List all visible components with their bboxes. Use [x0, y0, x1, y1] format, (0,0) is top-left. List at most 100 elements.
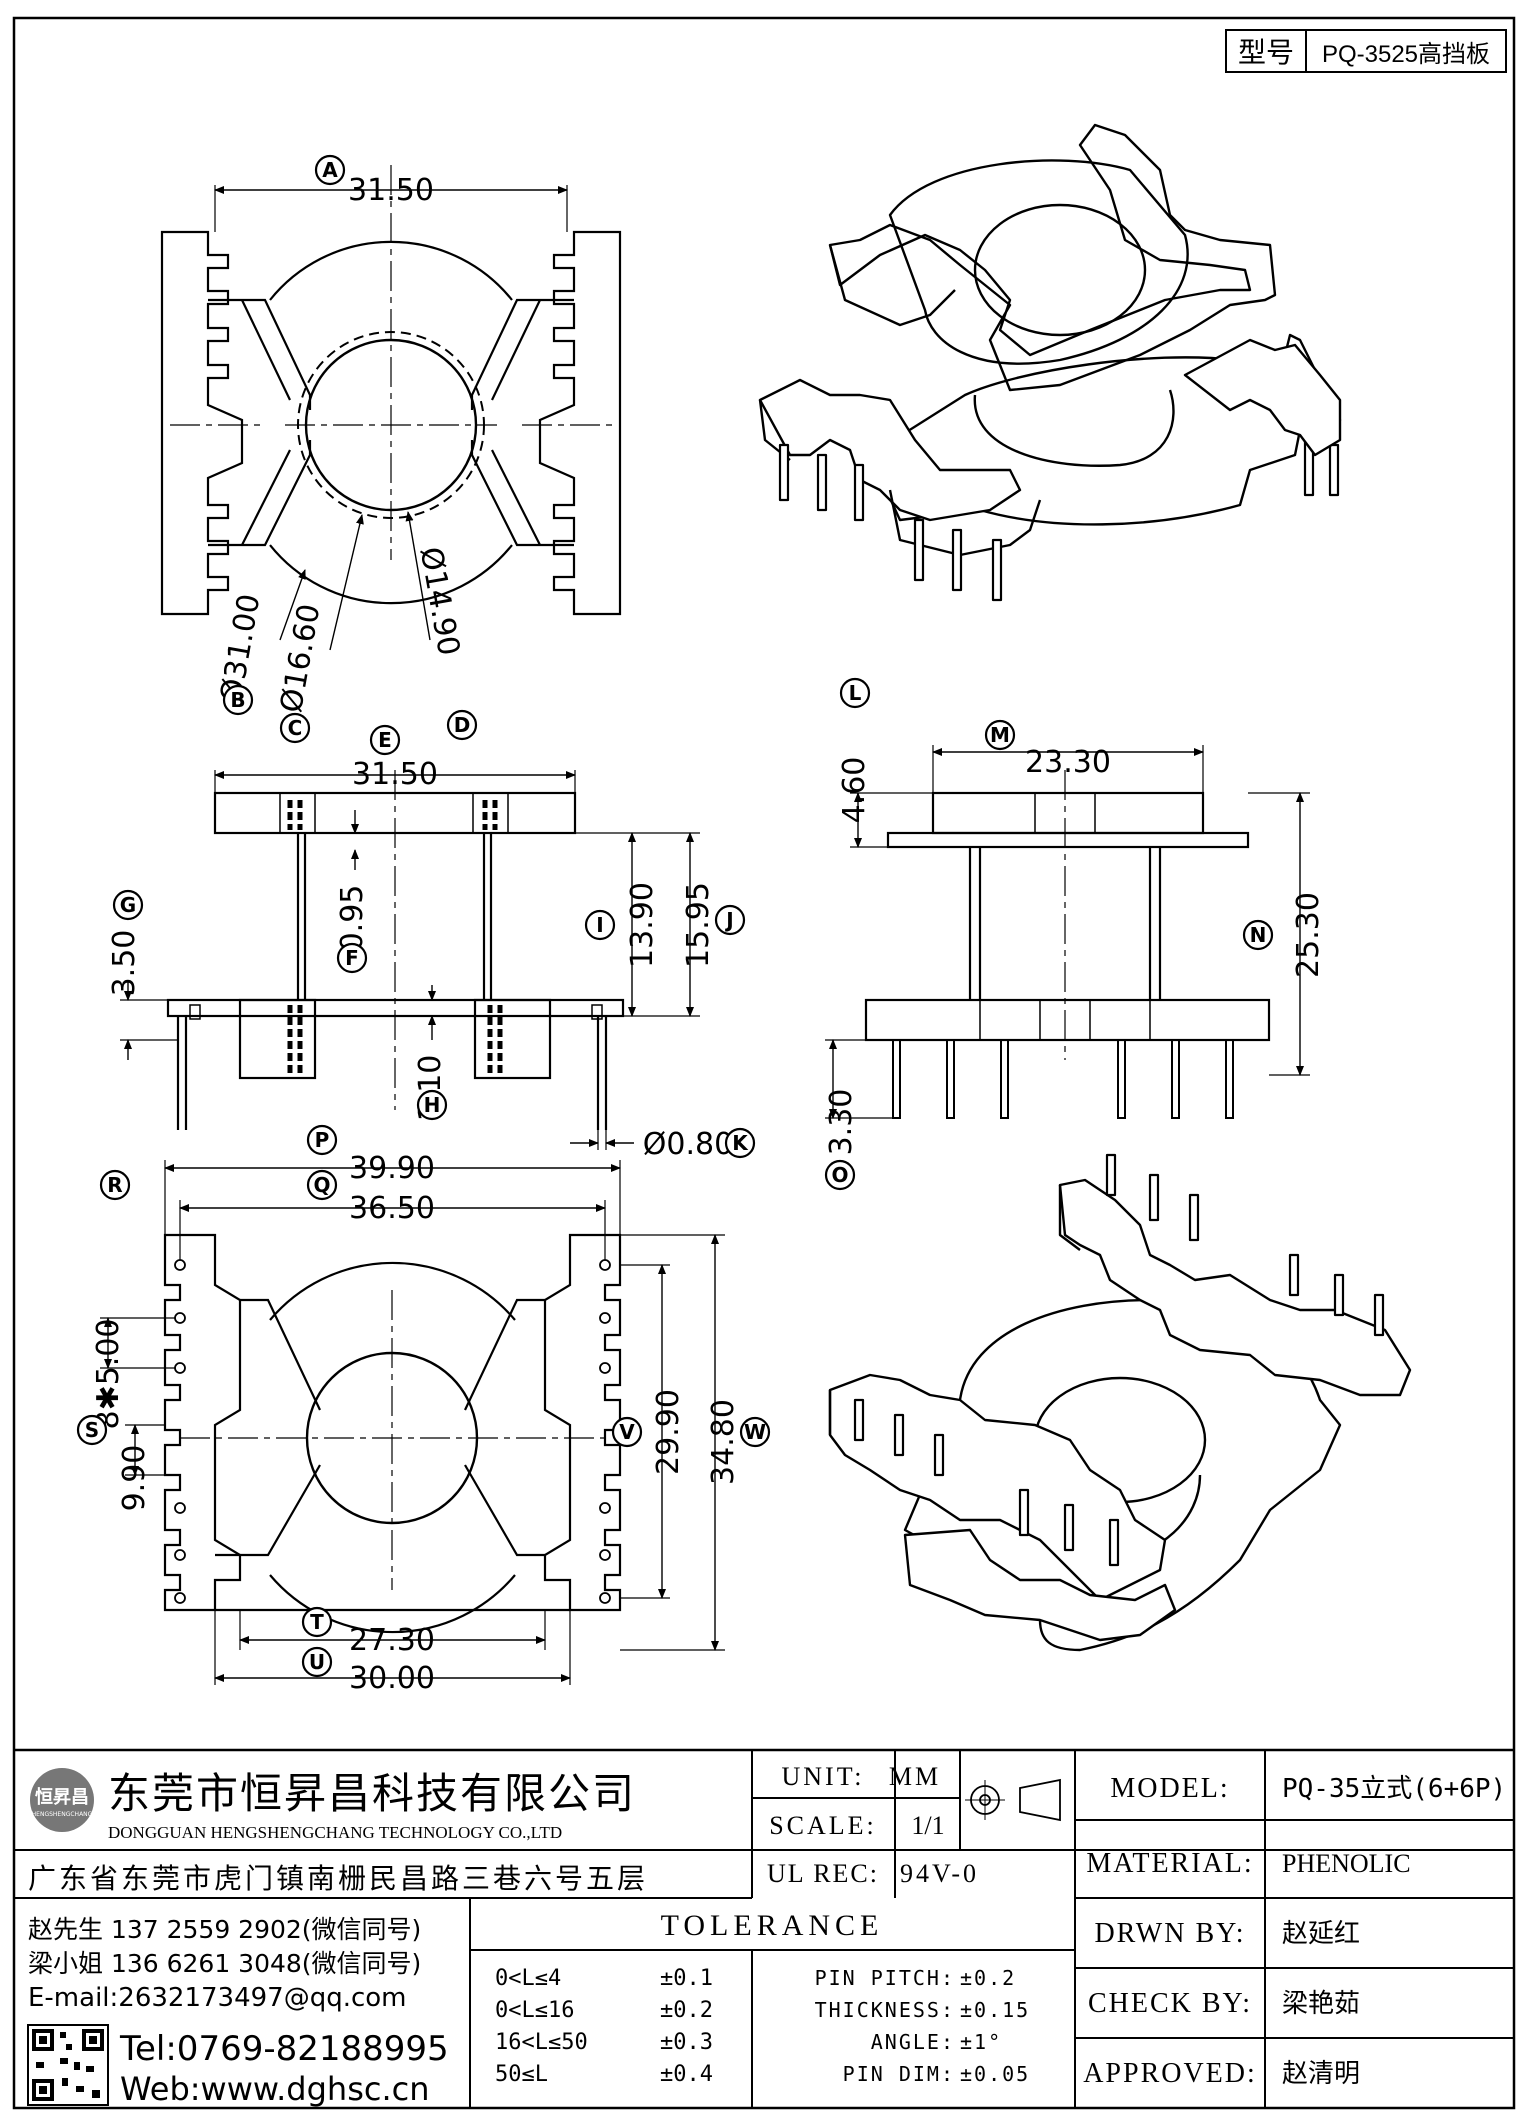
tolerance-range: 16<L≤50 — [495, 2030, 588, 2055]
dimension-value-v: 29.90 — [651, 1389, 686, 1475]
dimension-value-a: 31.50 — [348, 173, 434, 208]
contact-2: 梁小姐 136 6261 3048(微信同号) — [28, 1949, 421, 1978]
dimension-letter-bubble — [739, 1416, 771, 1448]
dimension-letter-bubble — [446, 709, 478, 741]
model-box-label: 型号 — [1238, 37, 1294, 68]
tolerance-range: 50≤L — [495, 2062, 548, 2087]
ulrec-value: 94V-0 — [900, 1859, 979, 1888]
dimension-letter: B — [230, 688, 245, 712]
dimension-value-o: 3.30 — [824, 1089, 859, 1156]
qr-code — [27, 2024, 109, 2106]
ulrec-label: UL REC: — [767, 1859, 879, 1888]
side-view — [825, 745, 1310, 1119]
dimension-letter-bubble — [1242, 919, 1274, 951]
info-label: DRWN BY: — [1094, 1918, 1245, 1949]
dimension-value-m: 23.30 — [1025, 745, 1111, 780]
dimension-letter: V — [619, 1420, 635, 1444]
dimension-value-p: 39.90 — [349, 1151, 435, 1186]
dimension-value-i: 13.90 — [625, 882, 660, 968]
dimension-letter-bubble — [279, 712, 311, 744]
info-value: PQ-35立式(6+6P) — [1282, 1774, 1506, 1804]
scale-label: SCALE: — [769, 1811, 877, 1840]
tolerance-spec-label: PIN DIM: — [843, 2062, 955, 2086]
dimension-letter-bubble — [839, 677, 871, 709]
dimension-letter: U — [309, 1650, 325, 1674]
dimension-letter-bubble — [724, 1127, 756, 1159]
top-view — [160, 165, 622, 651]
dimension-letter-bubble — [314, 154, 346, 186]
dimension-letter: K — [732, 1131, 749, 1155]
dimension-letter-bubble — [416, 1089, 448, 1121]
dimension-letter: O — [831, 1163, 848, 1187]
tolerance-range: 0<L≤4 — [495, 1966, 561, 1991]
tolerance-spec-value: ±1° — [960, 2030, 1002, 2054]
dimension-letter: J — [724, 908, 733, 932]
unit-value: MM — [889, 1762, 941, 1791]
dimension-letter-bubble — [611, 1416, 643, 1448]
dimension-letter: R — [107, 1173, 122, 1197]
dimension-value-t: 27.30 — [349, 1623, 435, 1658]
dimension-letter: N — [1250, 923, 1267, 947]
dimension-value-f: 0.95 — [335, 885, 370, 952]
tolerance-spec-label: THICKNESS: — [815, 1998, 955, 2022]
dimension-value-l: 4.60 — [837, 757, 872, 824]
tolerance-spec-value: ±0.05 — [960, 2062, 1030, 2086]
info-label: MODEL: — [1110, 1773, 1229, 1804]
projection-symbol — [965, 1778, 1061, 1822]
isometric-view-top — [758, 123, 1342, 602]
dimension-letter-bubble — [824, 1159, 856, 1191]
bottom-view — [100, 1160, 725, 1685]
tolerance-value: ±0.4 — [660, 2062, 713, 2087]
dimension-letter-bubble — [112, 889, 144, 921]
dimension-letter-bubble — [301, 1646, 333, 1678]
info-label: CHECK BY: — [1088, 1988, 1252, 2019]
dimension-letter-bubble — [584, 909, 616, 941]
dimension-value-r: 8✱5.00 — [91, 1318, 126, 1429]
dimension-value-n: 25.30 — [1291, 892, 1326, 978]
sheet-border — [12, 16, 1516, 2110]
info-value: 赵延红 — [1282, 1919, 1360, 1948]
tolerance-value: ±0.1 — [660, 1966, 713, 1991]
dimension-letter: C — [288, 716, 303, 740]
company-name-en: DONGGUAN HENGSHENGCHANG TECHNOLOGY CO.,L… — [108, 1823, 562, 1842]
dimension-letter-bubble — [306, 1169, 338, 1201]
dimension-value-k: Ø0.80 — [643, 1127, 733, 1162]
telephone: Tel:0769-82188995 — [119, 2029, 449, 2069]
dimension-value-s: 9.90 — [117, 1445, 152, 1512]
dimension-letter: F — [345, 946, 359, 970]
company-logo: 恒昇昌 HENGSHENGCHANG — [30, 1768, 94, 1832]
dimension-letter: E — [378, 728, 392, 752]
model-box-value: PQ-3525高挡板 — [1322, 41, 1490, 68]
dimension-letter-bubble — [99, 1169, 131, 1201]
model-box: 型号 PQ-3525高挡板 — [1225, 29, 1507, 73]
front-view — [120, 770, 700, 1150]
dimension-letter-bubble — [984, 719, 1016, 751]
tolerance-spec-label: PIN PITCH: — [815, 1966, 955, 1990]
dimension-letter: T — [310, 1610, 324, 1634]
company-name-cn: 东莞市恒昇昌科技有限公司 — [108, 1769, 636, 1818]
unit-label: UNIT: — [781, 1762, 864, 1791]
dimension-letter-bubble — [714, 904, 746, 936]
scale-value: 1/1 — [911, 1811, 944, 1840]
dimension-value-j: 15.95 — [681, 882, 716, 968]
tolerance-title: TOLERANCE — [661, 1909, 884, 1942]
dimension-letter: Q — [313, 1173, 330, 1197]
dimension-letter: A — [322, 158, 338, 182]
dimension-value-q: 36.50 — [349, 1191, 435, 1226]
dimension-letter-bubble — [336, 942, 368, 974]
tolerance-spec-value: ±0.15 — [960, 1998, 1030, 2022]
isometric-view-bottom — [828, 1153, 1412, 1652]
dimension-letter: P — [315, 1128, 330, 1152]
info-label: MATERIAL: — [1086, 1848, 1253, 1879]
dimension-letter-bubble — [369, 724, 401, 756]
dimension-value-g: 3.50 — [107, 930, 142, 997]
email: E-mail:2632173497@qq.com — [28, 1983, 407, 2013]
info-value: 梁艳茹 — [1282, 1989, 1360, 2018]
dimension-value-e: 31.50 — [352, 757, 438, 792]
dimension-letter-bubble — [76, 1414, 108, 1446]
contact-1: 赵先生 137 2559 2902(微信同号) — [28, 1915, 421, 1944]
dimension-letter: L — [849, 681, 862, 705]
info-value: 赵清明 — [1282, 2059, 1360, 2088]
